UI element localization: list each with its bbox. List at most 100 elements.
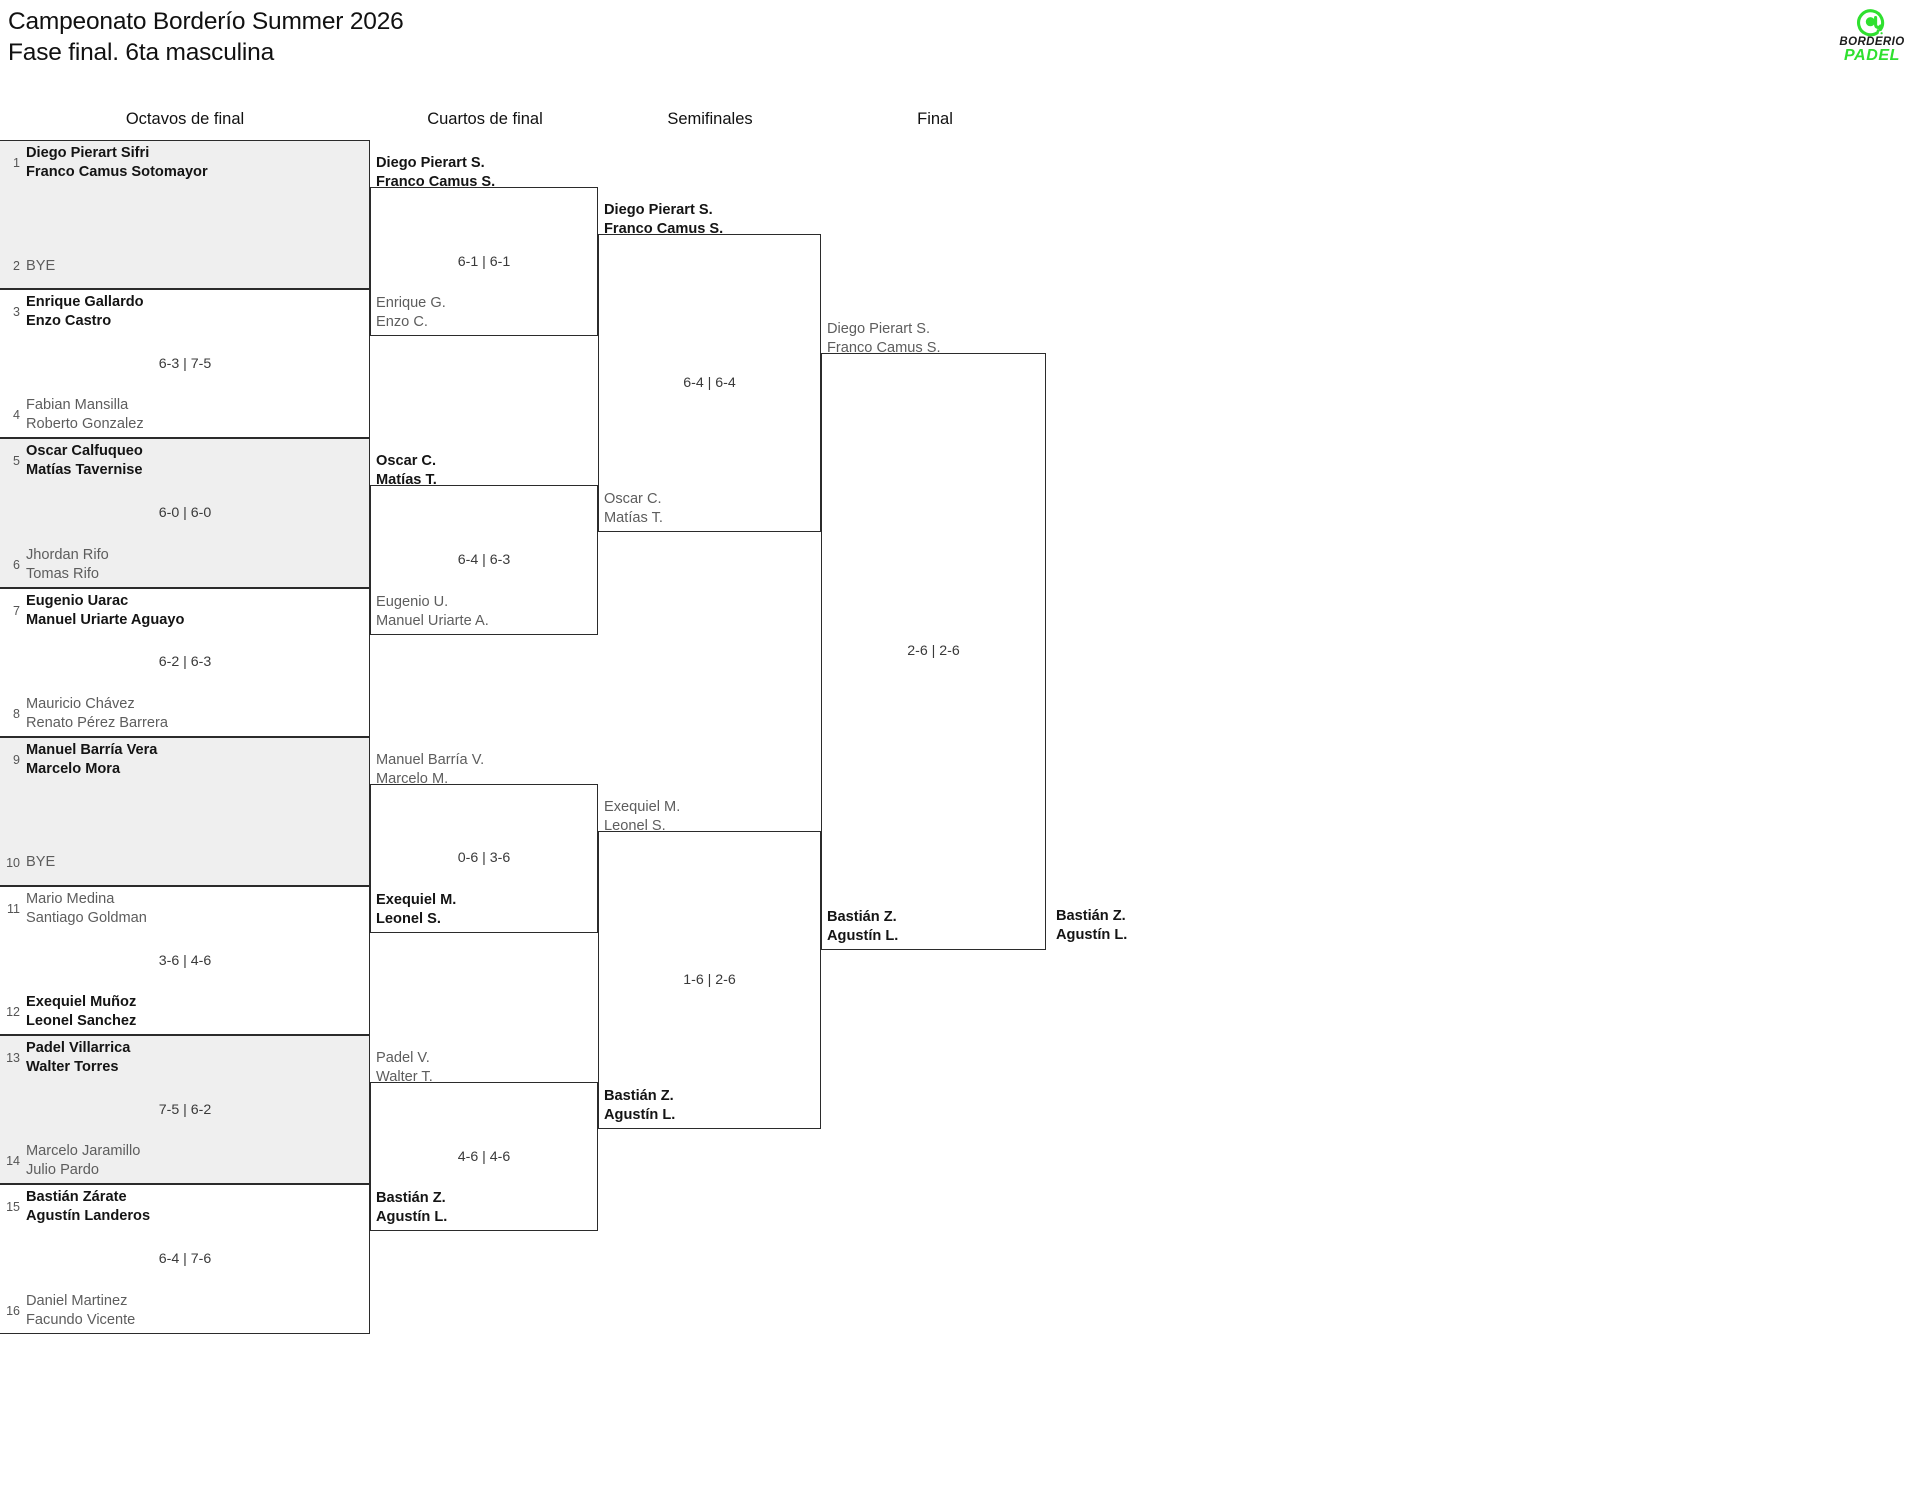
seed-number: 16 xyxy=(6,1303,20,1318)
match-score: 4-6 | 4-6 xyxy=(457,1148,511,1165)
match-score: 3-6 | 4-6 xyxy=(158,952,212,969)
team-name: Diego Pierart S.Franco Camus S. xyxy=(599,201,723,239)
player-name: Julio Pardo xyxy=(26,1162,100,1179)
player-name: Tomas Rifo xyxy=(26,565,99,582)
player-name: Marcelo Jaramillo xyxy=(26,1143,141,1160)
player-name: Matías T. xyxy=(604,510,663,527)
page-header: Campeonato Borderío Summer 2026 Fase fin… xyxy=(0,0,1920,86)
player-name: Exequiel M. xyxy=(376,891,457,908)
player-name: Agustín L. xyxy=(604,1107,676,1124)
match-score: 6-1 | 6-1 xyxy=(457,253,511,270)
player-name: Santiago Goldman xyxy=(26,910,147,926)
bye-label: BYE xyxy=(26,853,55,872)
round-header-cuartos: Cuartos de final xyxy=(427,110,543,128)
team-name: Bastián Z.Agustín L. xyxy=(371,1189,447,1227)
player-name: Leonel S. xyxy=(376,910,441,927)
player-name: Mario Medina xyxy=(26,891,115,907)
player-name: Walter T. xyxy=(376,1069,433,1086)
player-name: BYE xyxy=(26,257,56,274)
seed-number: 5 xyxy=(13,454,20,469)
team-name: Manuel Barría V.Marcelo M. xyxy=(371,751,484,789)
player-name: Renato Pérez Barrera xyxy=(26,714,168,731)
seed-number: 13 xyxy=(6,1051,20,1066)
player-name: Agustín L. xyxy=(827,927,899,944)
player-name: Facundo Vicente xyxy=(26,1311,136,1328)
bracket-match[interactable]: 1-6 | 2-6 Exequiel M.Leonel S. Bastián Z. A… xyxy=(598,799,821,1130)
player-name: Padel Villarrica xyxy=(26,1040,131,1057)
player-name: Enrique G. xyxy=(376,295,446,312)
player-name: Eugenio Uarac xyxy=(26,592,129,609)
seed-number: 14 xyxy=(6,1154,20,1169)
player-name: Oscar C. xyxy=(604,491,662,508)
player-name: Marcelo Mora xyxy=(26,760,121,777)
bracket-match[interactable]: 0-6 | 3-6 Manuel Barría V.Marcelo M. Exequ… xyxy=(370,752,598,933)
team-name: Enrique G.Enzo C. xyxy=(371,294,446,332)
player-name: Manuel Barría V. xyxy=(376,751,485,768)
player-name: Daniel Martinez xyxy=(26,1292,128,1309)
team-name: Exequiel M.Leonel S. xyxy=(599,798,680,836)
player-name: Manuel Uriarte Aguayo xyxy=(26,611,185,628)
seed-number: 3 xyxy=(13,305,20,320)
player-name: Diego Pierart S. xyxy=(827,321,931,337)
match-score: 1-6 | 2-6 xyxy=(683,971,736,988)
match-score: 0-6 | 3-6 xyxy=(457,850,511,867)
player-name: Bastián Z. xyxy=(604,1088,674,1105)
match-score: 6-2 | 6-3 xyxy=(158,654,212,671)
seed-number: 9 xyxy=(13,752,20,767)
bye-label: BYE xyxy=(26,257,55,276)
player-name: Manuel Uriarte A. xyxy=(376,612,489,629)
logo-wordmark: BORDERIO PADEL xyxy=(1834,36,1910,64)
player-name: Exequiel Muñoz xyxy=(26,994,137,1011)
seed-number: 15 xyxy=(6,1200,20,1215)
match-score: 6-4 | 7-6 xyxy=(158,1250,212,1267)
player-name: Bastián Z. xyxy=(1056,907,1126,924)
seed-number: 12 xyxy=(6,1005,20,1020)
player-name: Walter Torres xyxy=(26,1059,119,1076)
team-name: Oscar C. Matías T. xyxy=(599,490,663,528)
match-score: 6-0 | 6-0 xyxy=(158,504,212,521)
player-name: Exequiel M. xyxy=(604,798,681,815)
player-name: Leonel Sanchez xyxy=(26,1013,137,1030)
player-name: Jhordan Rifo xyxy=(26,546,109,563)
logo-brand-text: BORDERIO xyxy=(1839,36,1905,48)
